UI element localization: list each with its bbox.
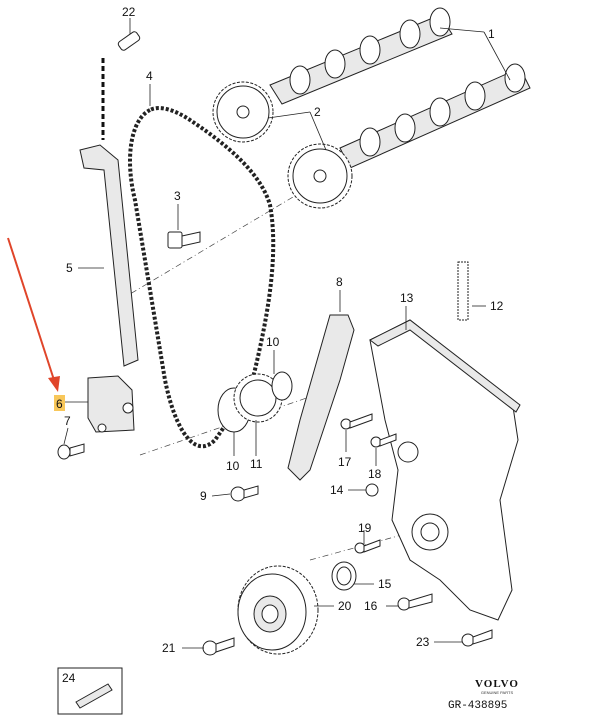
pointer-arrow-head xyxy=(48,376,60,392)
tensioner-part xyxy=(87,375,135,433)
callout-17: 17 xyxy=(338,455,352,469)
sealant-box xyxy=(57,667,123,715)
callout-11: 11 xyxy=(250,457,263,471)
bolt-part-9 xyxy=(230,485,259,502)
callout-8: 8 xyxy=(336,275,343,289)
callout-21: 21 xyxy=(162,641,176,655)
crank-pulley-part xyxy=(237,565,319,655)
brand-logo: VOLVO xyxy=(475,678,519,690)
guide-pin-part xyxy=(101,31,141,140)
stud-part xyxy=(457,261,469,321)
crank-sprocket-part xyxy=(217,371,293,433)
crank-seal-part xyxy=(331,561,357,591)
callout-19: 19 xyxy=(358,521,372,535)
reference-code: GR-438895 xyxy=(448,700,508,712)
callout-1: 1 xyxy=(488,27,495,41)
bolt-part-7 xyxy=(57,443,85,460)
cover-bolts xyxy=(340,413,493,647)
callout-6: 6 xyxy=(56,397,63,411)
callout-18: 18 xyxy=(368,467,382,481)
callout-9: 9 xyxy=(200,489,207,503)
callout-13: 13 xyxy=(400,291,414,305)
callout-7: 7 xyxy=(64,414,71,428)
cam-sprocket-part xyxy=(212,81,353,209)
callout-22: 22 xyxy=(122,5,136,19)
part-6-highlight xyxy=(54,395,65,411)
callout-2: 2 xyxy=(314,105,321,119)
timing-cover-part xyxy=(369,319,521,621)
callout-23: 23 xyxy=(416,635,430,649)
bolt-part-3 xyxy=(167,231,201,249)
callout-16: 16 xyxy=(364,599,378,613)
callout-10-bottom: 10 xyxy=(226,459,240,473)
timing-chain-part xyxy=(128,106,276,449)
pointer-arrow-line xyxy=(7,237,55,381)
callout-15: 15 xyxy=(378,577,392,591)
callout-4: 4 xyxy=(146,69,153,83)
brand-subtitle: GENUINE PARTS xyxy=(480,690,514,695)
callout-20: 20 xyxy=(338,599,352,613)
callout-10-top: 10 xyxy=(266,335,280,349)
bolt-part-21 xyxy=(202,637,235,656)
leader-lines xyxy=(63,18,511,649)
centerline-cam xyxy=(119,174,331,301)
callout-5: 5 xyxy=(66,261,73,275)
callout-12: 12 xyxy=(490,299,504,313)
camshaft-part xyxy=(269,7,531,169)
chain-guide-part xyxy=(79,144,139,367)
callout-3: 3 xyxy=(174,189,181,203)
callout-14: 14 xyxy=(330,483,344,497)
callout-24: 24 xyxy=(62,671,76,685)
guide-rail-part xyxy=(287,314,355,481)
